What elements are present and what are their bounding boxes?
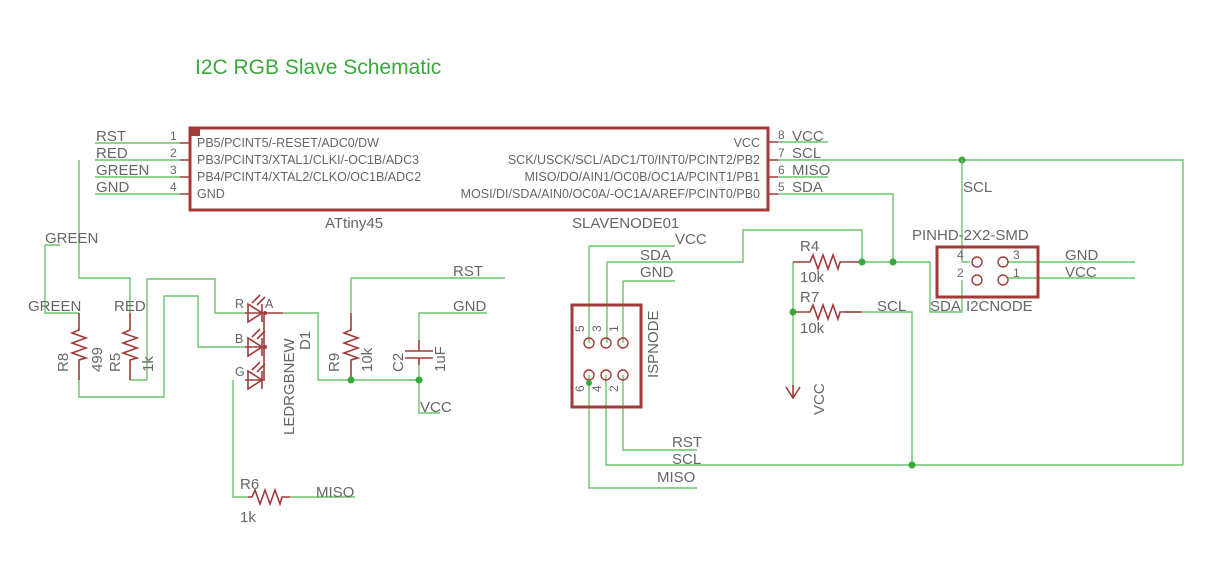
schematic-title: I2C RGB Slave Schematic: [195, 56, 441, 79]
capacitor-c2[interactable]: GND VCC C2 1uF: [390, 298, 487, 416]
hdr-pin-4: 4: [957, 248, 964, 262]
r8-net-label: GREEN: [28, 298, 81, 315]
r4-value: 10k: [800, 269, 825, 286]
hdr-name: I2CNODE: [966, 298, 1033, 315]
junction: [415, 376, 423, 384]
pin-num-8: 8: [778, 128, 785, 142]
pin-name-8: VCC: [734, 136, 760, 150]
isp-gnd-label: GND: [640, 264, 674, 281]
led-pin-a: A: [265, 297, 274, 311]
pin-name-6: MISO/DO/AIN1/OC0B/OC1A/PCINT1/PB1: [525, 170, 761, 184]
net-label-vcc-c2: VCC: [420, 399, 452, 416]
r6-name: R6: [240, 476, 259, 493]
ic-right-pins: 8 7 6 5 VCC SCL MISO SDA: [768, 128, 1184, 465]
net-label-rst: RST: [96, 128, 126, 145]
isp-pin-1: 1: [607, 325, 621, 332]
pin-num-4: 4: [170, 180, 177, 194]
pin-name-1: PB5/PCINT5/-RESET/ADC0/DW: [197, 136, 379, 150]
r6-net-label: MISO: [316, 484, 354, 501]
hdr-pin-2: 2: [957, 266, 964, 280]
r7-value: 10k: [800, 320, 825, 337]
isp-vcc-label: VCC: [675, 231, 707, 248]
rgb-resistor-network: GREEN GREEN RED R8 499 R5 1k: [28, 160, 245, 398]
isp-pin-2: 2: [607, 385, 621, 392]
ic-left-pins: 1 2 3 4 RST RED GREEN GND: [95, 128, 190, 196]
net-label-sda: SDA: [792, 179, 823, 196]
junction: [858, 258, 866, 266]
led-value: LEDRGBNEW: [281, 337, 298, 435]
anode-wire: [283, 312, 419, 381]
hdr-sda-label: SDA: [930, 298, 961, 315]
hdr-pin-1: 1: [1013, 266, 1020, 280]
isp-miso-label: MISO: [657, 469, 695, 486]
pin-num-6: 6: [778, 163, 785, 177]
led-name: D1: [297, 331, 314, 350]
pin-name-5: MOSI/DI/SDA/AIN0/OC0A/-OC1A/AREF/PCINT0/…: [461, 187, 760, 201]
pin-num-2: 2: [170, 146, 177, 160]
r5-value: 1k: [140, 356, 157, 372]
r8-value: 499: [89, 347, 106, 372]
isp-name: ISPNODE: [645, 310, 662, 378]
r9-value: 10k: [359, 347, 376, 372]
i2c-header[interactable]: 4 2 3 1 PINHD-2X2-SMD I2CNODE SDA SCL GN…: [912, 160, 1135, 315]
pin-num-3: 3: [170, 163, 177, 177]
attiny45-ic[interactable]: PB5/PCINT5/-RESET/ADC0/DW PB3/PCINT3/XTA…: [188, 126, 770, 232]
net-label-vcc: VCC: [792, 128, 824, 145]
pullup-vcc-label: VCC: [811, 383, 828, 415]
isp-pin-6: 6: [573, 385, 587, 392]
isp-sda-label: SDA: [640, 247, 671, 264]
net-label-miso: MISO: [792, 162, 830, 179]
pin-num-5: 5: [778, 180, 785, 194]
r5-name: R5: [107, 353, 124, 372]
led-pin-r: R: [235, 297, 244, 311]
net-label-gnd: GND: [96, 179, 130, 196]
isp-header[interactable]: 5 3 1 6 4 2 ISPNODE VCC SDA GND RST SCL …: [570, 229, 1183, 489]
pin-name-7: SCK/USCK/SCL/ADC1/T0/INT0/PCINT2/PB2: [508, 153, 760, 167]
net-label-green: GREEN: [96, 162, 149, 179]
c2-value: 1uF: [432, 346, 449, 372]
r6-value: 1k: [240, 509, 256, 526]
pin-name-4: GND: [197, 187, 225, 201]
isp-pin-5: 5: [573, 325, 587, 332]
pin-num-7: 7: [778, 146, 785, 160]
junction: [908, 461, 916, 469]
isp-pin-4: 4: [590, 385, 604, 392]
r4-name: R4: [800, 238, 819, 255]
net-label-rst-r9: RST: [453, 263, 483, 280]
junction: [889, 258, 897, 266]
hdr-gnd-label: GND: [1065, 247, 1099, 264]
r7-net-label: SCL: [877, 298, 906, 315]
led-green-wire: [232, 380, 248, 498]
i2c-pullups[interactable]: R4 10k R7 10k SCL VCC: [785, 238, 963, 465]
net-label-red: RED: [96, 145, 128, 162]
r7-name: R7: [800, 289, 819, 306]
isp-rst-label: RST: [672, 434, 702, 451]
junction: [347, 376, 355, 384]
reset-pullup-r9[interactable]: RST R9 10k: [326, 263, 505, 380]
pin-name-2: PB3/PCINT3/XTAL1/CLKI/-OC1B/ADC3: [197, 153, 419, 167]
hdr-value: PINHD-2X2-SMD: [912, 227, 1029, 244]
r5-net-label: RED: [114, 298, 146, 315]
pin-num-1: 1: [170, 129, 177, 143]
hdr-pin-3: 3: [1013, 248, 1020, 262]
hdr-vcc-label: VCC: [1065, 264, 1097, 281]
resistor-r6[interactable]: R6 1k MISO: [240, 476, 355, 526]
r9-name: R9: [326, 353, 343, 372]
led-pin-g: G: [235, 365, 245, 379]
isp-pin-3: 3: [590, 325, 604, 332]
ic-name: ATtiny45: [325, 215, 383, 232]
net-label-gnd-c2: GND: [453, 298, 487, 315]
c2-name: C2: [390, 353, 407, 372]
net-label-green-top: GREEN: [45, 230, 98, 247]
hdr-scl-label: SCL: [963, 179, 992, 196]
pin-name-3: PB4/PCINT4/XTAL2/CLKO/OC1B/ADC2: [197, 170, 421, 184]
rgb-led-d1[interactable]: R B G A D1 LEDRGBNEW: [235, 294, 314, 435]
isp-scl-label: SCL: [672, 451, 701, 468]
net-label-scl: SCL: [792, 145, 821, 162]
led-pin-b: B: [235, 332, 243, 346]
r8-name: R8: [55, 353, 72, 372]
ic-value: SLAVENODE01: [572, 215, 679, 232]
junction: [789, 308, 797, 316]
